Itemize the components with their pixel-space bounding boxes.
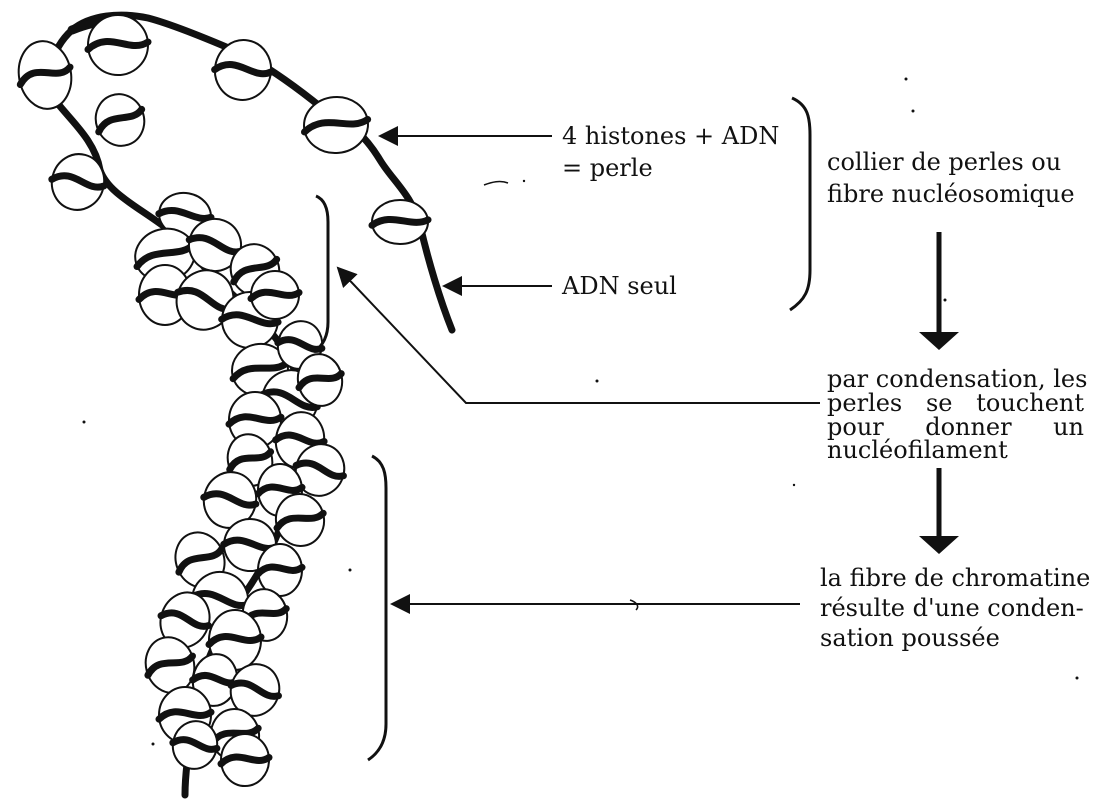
label-adn-seul: ADN seul <box>562 273 677 300</box>
label-condensation-line4: nucléofilament <box>827 437 1008 464</box>
flow-arrow-1 <box>919 232 959 350</box>
label-chromatine-line2: résulte d'une conden- <box>820 595 1084 622</box>
bracket-chromatine <box>368 456 386 760</box>
label-perle-line1: 4 histones + ADN <box>562 123 779 150</box>
nucleosome-beads <box>13 15 428 786</box>
label-collier-line1: collier de perles ou <box>827 149 1061 176</box>
label-chromatine-line1: la fibre de chromatine <box>820 565 1090 592</box>
label-chromatine-line3: sation poussée <box>820 625 1000 652</box>
bracket-collier <box>790 98 810 310</box>
label-collier-line2: fibre nucléosomique <box>827 181 1075 208</box>
flow-arrow-2 <box>919 468 959 554</box>
label-perle-line2: = perle <box>562 155 653 182</box>
